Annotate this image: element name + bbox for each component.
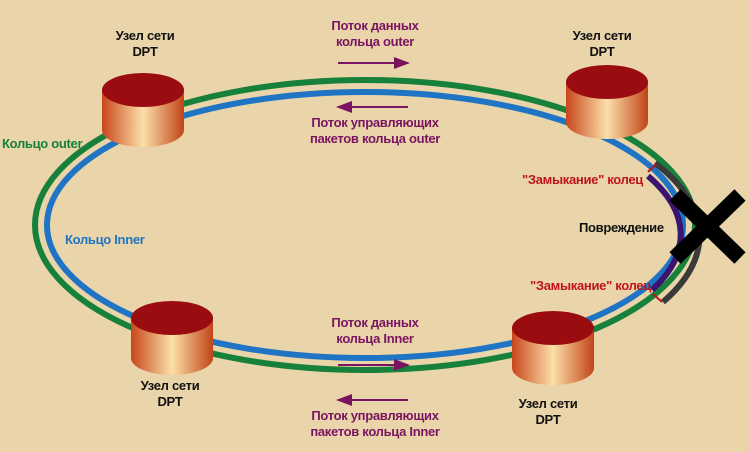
wrap-label-bottom: "Замыкание" колец	[530, 278, 652, 293]
wrap-label-top: "Замыкание" колец	[522, 172, 644, 187]
label-line: пакетов кольца Inner	[310, 424, 440, 439]
label-line: кольца outer	[335, 34, 415, 49]
inner-ring	[44, 89, 686, 361]
node-label-line: DPT	[535, 412, 561, 427]
node-label-line: Узел сети	[572, 28, 632, 43]
label-line: Поток управляющих	[311, 408, 439, 423]
damage-x-icon	[669, 189, 746, 264]
node-cylinder-bottom-right	[512, 311, 594, 385]
inner-ring-label: Кольцо Inner	[65, 232, 145, 247]
node-label-line: DPT	[589, 44, 615, 59]
node-label-line: Узел сети	[518, 396, 578, 411]
label-line: кольца Inner	[336, 331, 414, 346]
node-cylinder-bottom-left	[131, 301, 213, 375]
label-line: Поток данных	[331, 315, 419, 330]
node-cylinder-top-right	[566, 65, 648, 139]
node-cylinder-top-left	[102, 73, 184, 147]
outer-ring-label: Кольцо outer	[2, 136, 83, 151]
node-label-line: DPT	[157, 394, 183, 409]
node-label-line: DPT	[132, 44, 158, 59]
label-line: Поток управляющих	[311, 115, 439, 130]
wrap-connector-top	[647, 163, 657, 173]
node-label-line: Узел сети	[115, 28, 175, 43]
node-label-line: Узел сети	[140, 378, 200, 393]
damage-label: Повреждение	[579, 220, 664, 235]
wrap-connector-bottom	[652, 293, 663, 303]
wrapped-inner-segment	[646, 173, 684, 293]
label-line: пакетов кольца outer	[309, 131, 441, 146]
label-line: Поток данных	[331, 18, 419, 33]
